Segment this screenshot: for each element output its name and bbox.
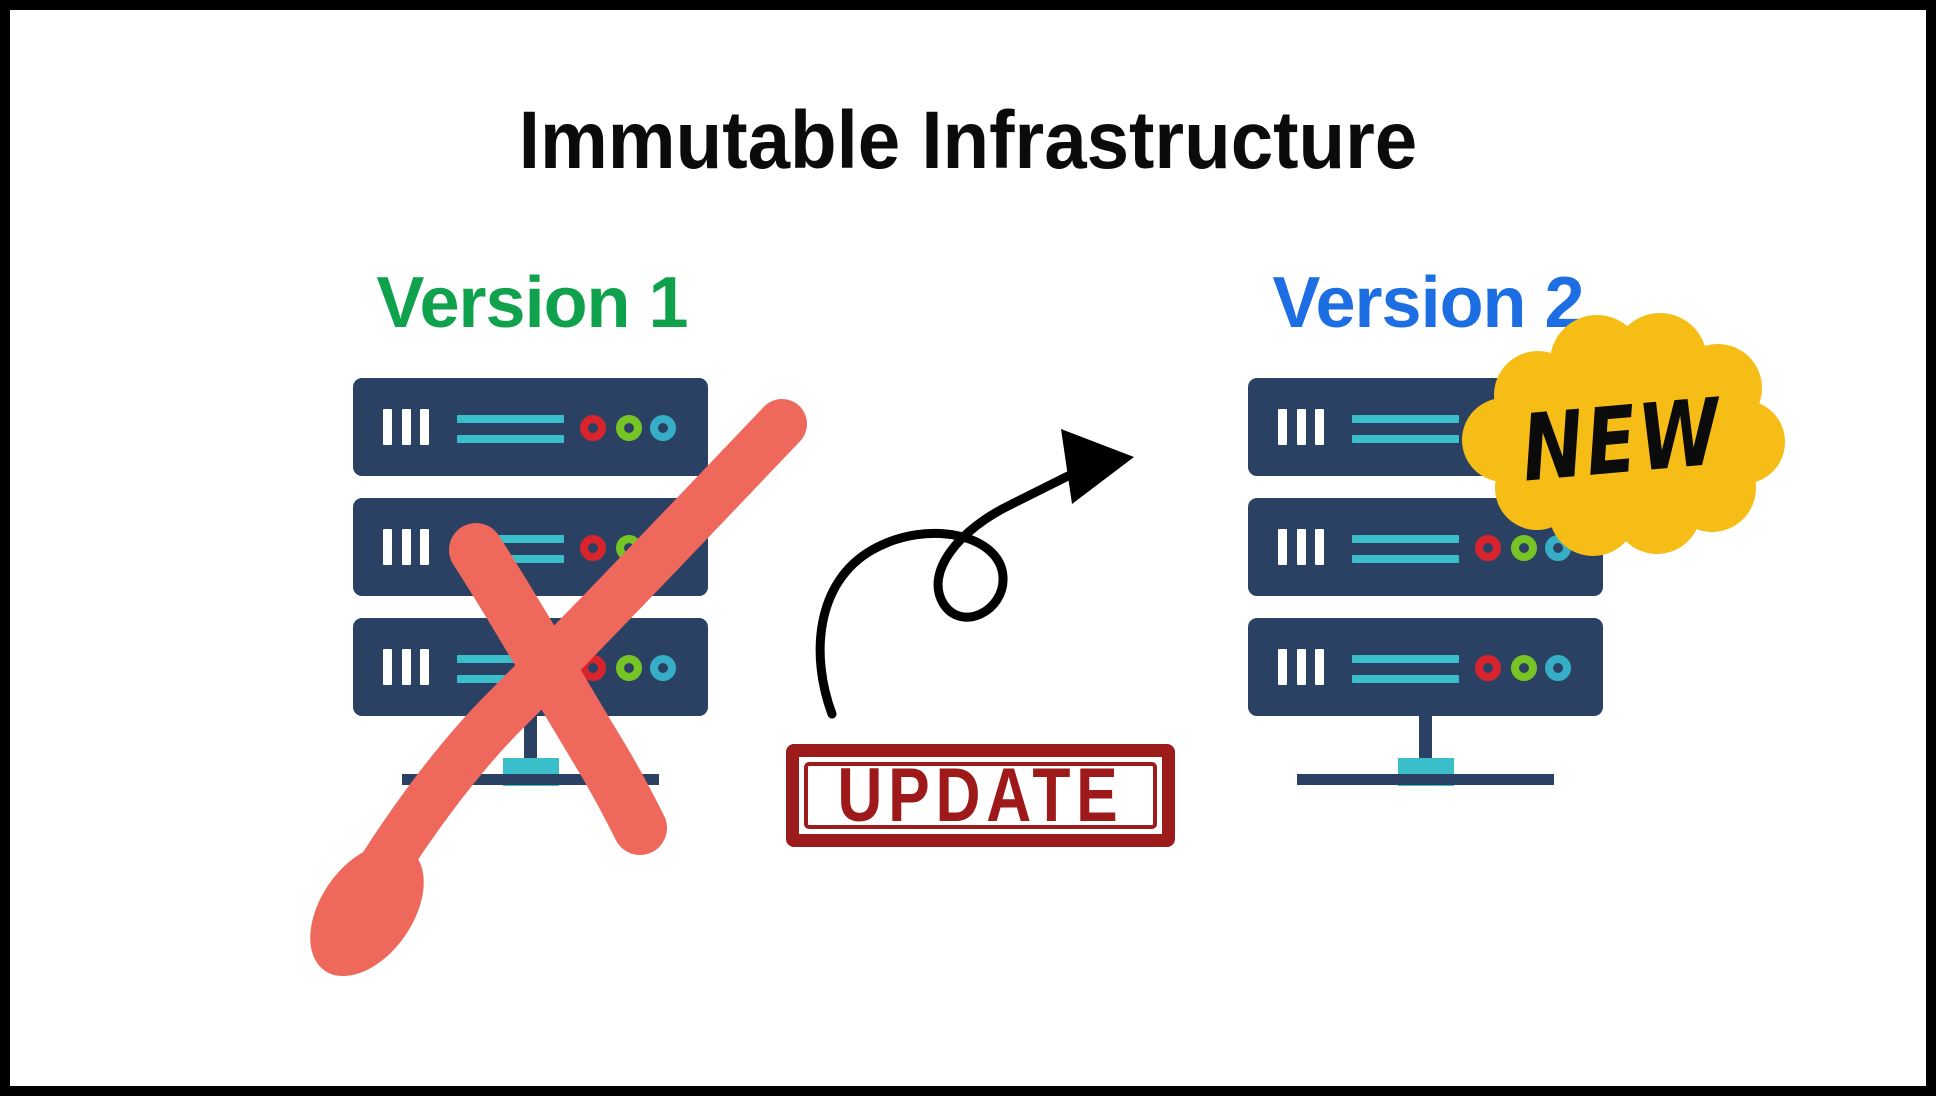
update-stamp: UPDATE xyxy=(786,744,1175,847)
drive-slot-line-icon xyxy=(457,435,564,443)
update-stamp-inner-border: UPDATE xyxy=(804,757,1157,833)
led-red-icon xyxy=(580,535,606,561)
drive-slot-line-icon xyxy=(1352,435,1459,443)
version2-label: Version 2 xyxy=(1272,263,1584,343)
led-green-icon xyxy=(1511,655,1537,681)
stand-base xyxy=(402,774,659,785)
new-badge-text: NEW xyxy=(1517,377,1727,503)
version1-label: Version 1 xyxy=(376,263,688,343)
server-unit xyxy=(353,498,708,596)
server-stack-version1 xyxy=(353,378,708,798)
vent-bar-icon xyxy=(1315,409,1324,445)
vent-bar-icon xyxy=(1297,529,1306,565)
drive-slot-line-icon xyxy=(1352,675,1459,683)
led-red-icon xyxy=(1475,655,1501,681)
server-unit xyxy=(353,618,708,716)
drive-slot-line-icon xyxy=(1352,555,1459,563)
led-cyan-icon xyxy=(1545,535,1571,561)
vent-bar-icon xyxy=(1278,649,1287,685)
vent-bar-icon xyxy=(420,529,429,565)
curved-arrow-icon xyxy=(815,429,1134,719)
stand-base xyxy=(1297,774,1554,785)
drive-slot-line-icon xyxy=(1352,535,1459,543)
led-cyan-icon xyxy=(650,535,676,561)
led-green-icon xyxy=(616,535,642,561)
vent-bar-icon xyxy=(1315,529,1324,565)
led-green-icon xyxy=(616,415,642,441)
drive-slot-line-icon xyxy=(1352,415,1459,423)
vent-bar-icon xyxy=(383,649,392,685)
led-cyan-icon xyxy=(650,415,676,441)
stand-stem xyxy=(524,716,537,760)
led-red-icon xyxy=(1475,415,1501,441)
drive-slot-line-icon xyxy=(457,655,564,663)
vent-bar-icon xyxy=(1278,529,1287,565)
vent-bar-icon xyxy=(420,409,429,445)
server-unit xyxy=(1248,498,1603,596)
drive-slot-line-icon xyxy=(457,555,564,563)
page-title: Immutable Infrastructure xyxy=(518,95,1418,186)
led-red-icon xyxy=(580,655,606,681)
update-stamp-text: UPDATE xyxy=(837,752,1124,838)
server-unit xyxy=(1248,618,1603,716)
vent-bar-icon xyxy=(383,409,392,445)
drive-slot-line-icon xyxy=(457,415,564,423)
led-cyan-icon xyxy=(1545,655,1571,681)
vent-bar-icon xyxy=(383,529,392,565)
server-unit xyxy=(353,378,708,476)
vent-bar-icon xyxy=(402,649,411,685)
led-green-icon xyxy=(1511,535,1537,561)
vent-bar-icon xyxy=(1278,409,1287,445)
vent-bar-icon xyxy=(1297,649,1306,685)
led-cyan-icon xyxy=(650,655,676,681)
vent-bar-icon xyxy=(402,529,411,565)
led-green-icon xyxy=(616,655,642,681)
vent-bar-icon xyxy=(402,409,411,445)
vent-bar-icon xyxy=(420,649,429,685)
vent-bar-icon xyxy=(1315,649,1324,685)
led-red-icon xyxy=(1475,535,1501,561)
drive-slot-line-icon xyxy=(1352,655,1459,663)
stand-stem xyxy=(1419,716,1432,760)
led-red-icon xyxy=(580,415,606,441)
drive-slot-line-icon xyxy=(457,675,564,683)
drive-slot-line-icon xyxy=(457,535,564,543)
vent-bar-icon xyxy=(1297,409,1306,445)
